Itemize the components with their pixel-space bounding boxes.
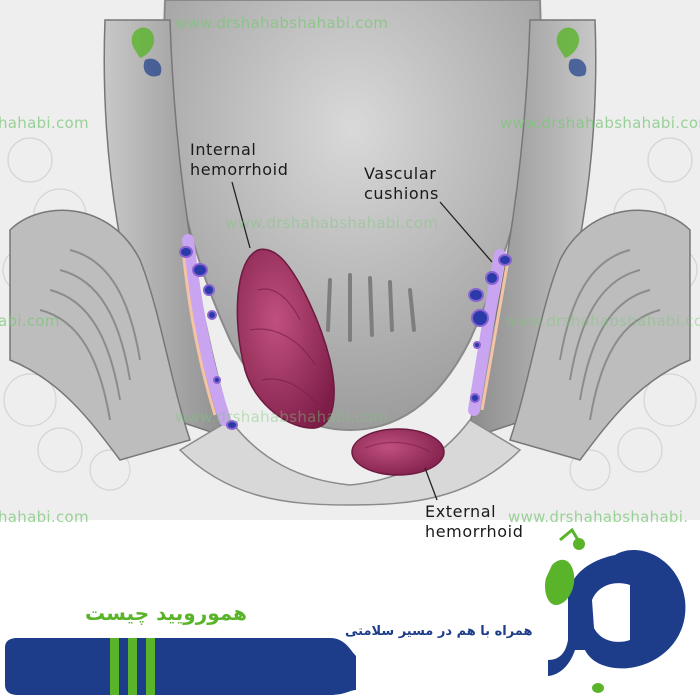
brand-logo-icon [545, 527, 686, 693]
external-hemorrhoid [351, 428, 445, 476]
banner-band [5, 638, 356, 695]
internal-label-line1: Internal [190, 140, 257, 159]
external-label-line1: External [425, 502, 497, 521]
external-hemorrhoid-texture [364, 441, 431, 453]
right-cushion-edge [480, 259, 510, 411]
right-vascular-cushions [468, 254, 512, 403]
watermark: www.drshahabshahabi.com [225, 214, 439, 232]
left-cushion-edge [181, 249, 217, 416]
external-hemorrhoid-label: External hemorrhoid [425, 502, 523, 542]
watermark: hahabi.com [0, 114, 89, 132]
watermark: www.drshahabshahabi. [508, 508, 689, 526]
anal-columns [326, 273, 416, 342]
leaf-logo-icon [131, 27, 587, 77]
watermark: www.drshahabshahabi.com [505, 312, 700, 330]
banner-title: هموروييد چيست [85, 601, 248, 625]
internal-hemorrhoid-label: Internal hemorrhoid [190, 140, 288, 180]
anal-canal [178, 419, 522, 506]
left-muscle-fibers [39, 249, 141, 421]
watermark: hahabi.com [0, 508, 89, 526]
left-vascular-cushion-band [182, 234, 231, 426]
watermark: www.drshahabshahabi.com [175, 408, 389, 426]
vascular-cushions-label: Vascular cushions [364, 164, 439, 204]
internal-hemorrhoid [236, 248, 335, 429]
internal-label-line2: hemorrhoid [190, 160, 289, 179]
right-muscle-fibers [559, 249, 661, 421]
left-vascular-cushions [179, 246, 238, 430]
watermark: www.drshahabshahabi.com [500, 114, 700, 132]
external-label-line2: hemorrhoid [425, 522, 524, 541]
watermark: www.drshahabshahabi.com [175, 14, 389, 32]
banner-tagline: همراه با هم در مسير سلامتی [345, 624, 533, 639]
vascular-leader [439, 201, 493, 263]
internal-leader [231, 181, 251, 249]
external-leader [424, 467, 438, 501]
vascular-label-line1: Vascular [364, 164, 437, 183]
internal-hemorrhoid-texture [249, 288, 319, 406]
banner-stripes [110, 638, 155, 695]
watermark: abi.com [0, 312, 60, 330]
vascular-label-line2: cushions [364, 184, 439, 203]
